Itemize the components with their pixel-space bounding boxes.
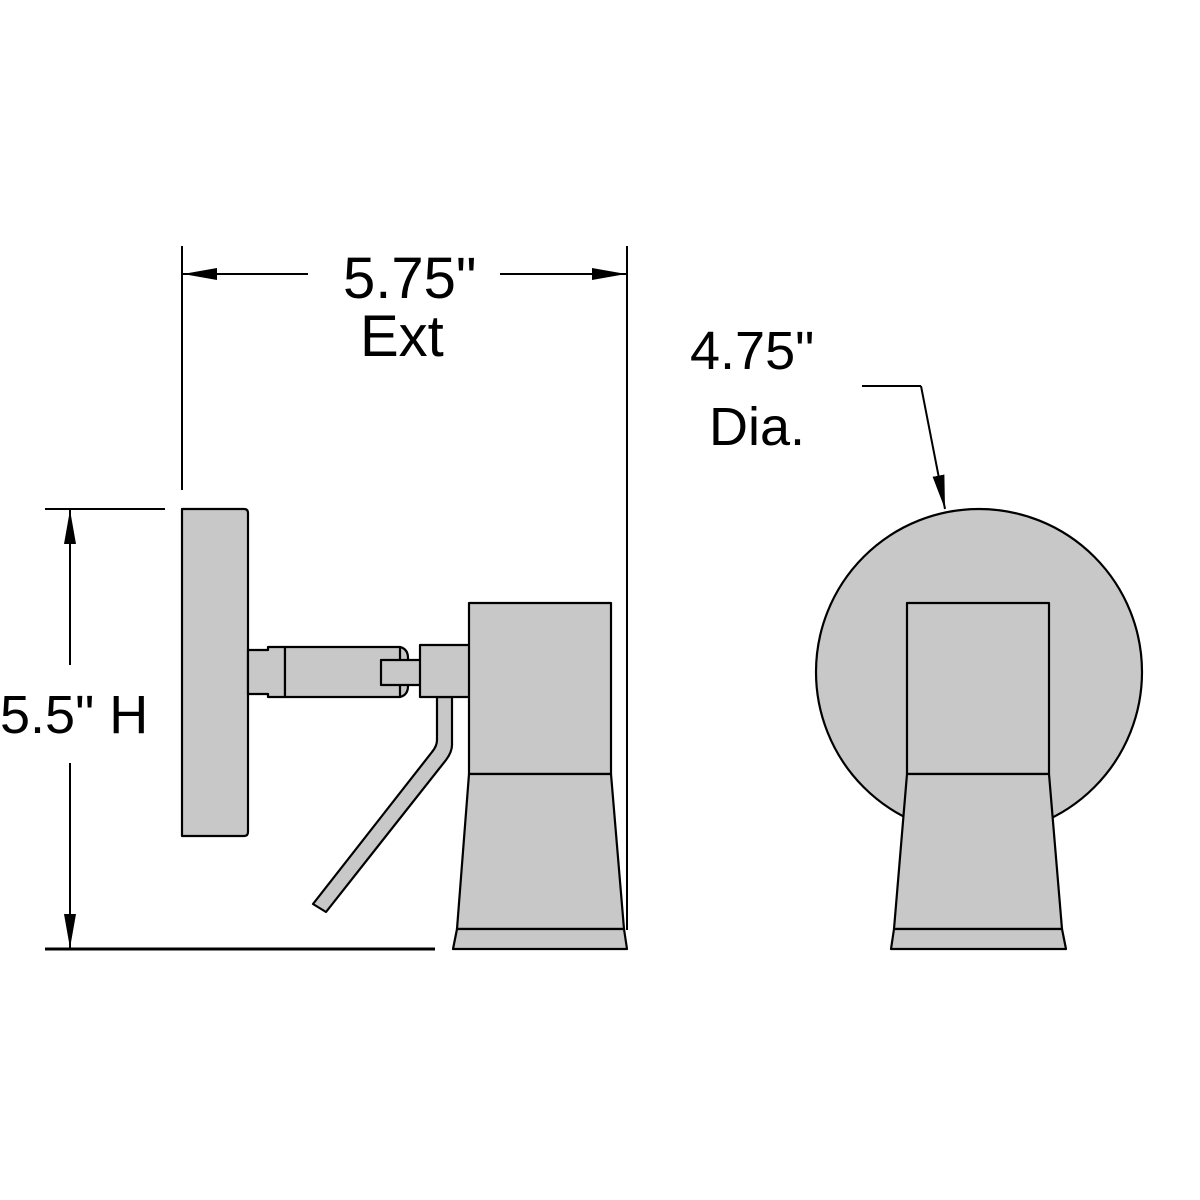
front-view [814, 507, 1144, 951]
side-view [180, 507, 629, 951]
arm-neck [246, 645, 287, 699]
handle [311, 695, 454, 914]
base-band [451, 927, 629, 951]
diameter-value-label: 4.75" [690, 321, 815, 381]
extension-dimension [181, 246, 628, 930]
base-band-front [889, 927, 1068, 951]
head-cylinder [467, 601, 613, 776]
arm-pin [379, 658, 423, 687]
backplate-side [180, 507, 250, 838]
diameter-leader [862, 385, 946, 510]
extension-value-label: 5.75" [343, 246, 477, 311]
height-dimension [45, 508, 435, 951]
height-label: 5.5" H [0, 685, 149, 745]
extension-unit-label: Ext [360, 304, 444, 369]
diameter-unit-label: Dia. [709, 397, 806, 457]
shade [455, 772, 626, 931]
knuckle [418, 643, 475, 699]
head-front [905, 601, 1051, 776]
shade-front [892, 772, 1064, 931]
